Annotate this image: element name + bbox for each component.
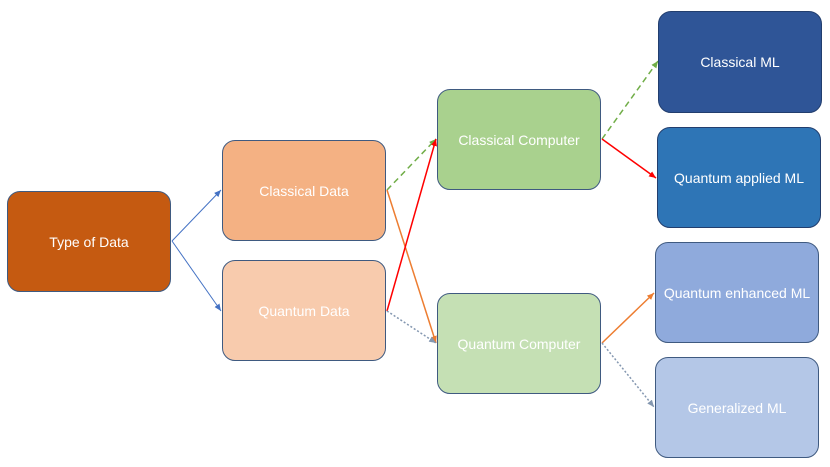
edge-classical-computer-to-quantum-applied-ml: [601, 138, 657, 179]
node-quantum-data: Quantum Data: [222, 260, 386, 361]
node-type-of-data-label: Type of Data: [49, 233, 129, 250]
node-classical-computer-label: Classical Computer: [458, 131, 580, 148]
node-quantum-enhanced-ml: Quantum enhanced ML: [655, 242, 819, 343]
node-quantum-data-label: Quantum Data: [258, 302, 350, 319]
node-quantum-applied-ml: Quantum applied ML: [657, 127, 821, 228]
node-generalized-ml: Generalized ML: [655, 357, 819, 458]
edge-quantum-data-to-classical-computer: [386, 138, 437, 312]
edge-quantum-computer-to-generalized-ml: [601, 342, 655, 408]
node-type-of-data: Type of Data: [7, 191, 171, 292]
node-classical-data: Classical Data: [222, 140, 386, 241]
edge-classical-computer-to-classical-ml: [601, 60, 659, 140]
node-classical-computer: Classical Computer: [437, 89, 601, 190]
edge-quantum-computer-to-quantum-enhanced-ml: [601, 292, 655, 344]
node-classical-data-label: Classical Data: [259, 182, 349, 199]
edge-quantum-data-to-quantum-computer: [386, 310, 437, 344]
node-classical-ml: Classical ML: [658, 11, 822, 113]
node-quantum-computer-label: Quantum Computer: [457, 335, 581, 352]
edge-classical-data-to-classical-computer: [386, 138, 437, 191]
edge-classical-data-to-quantum-computer: [386, 189, 437, 344]
node-quantum-computer: Quantum Computer: [437, 293, 601, 394]
edge-type-to-quantum-data: [171, 240, 222, 312]
edge-type-to-classical-data: [171, 189, 222, 242]
node-quantum-enhanced-ml-label: Quantum enhanced ML: [663, 284, 811, 301]
node-classical-ml-label: Classical ML: [700, 54, 780, 70]
node-quantum-applied-ml-label: Quantum applied ML: [674, 169, 804, 186]
node-generalized-ml-label: Generalized ML: [687, 399, 787, 416]
